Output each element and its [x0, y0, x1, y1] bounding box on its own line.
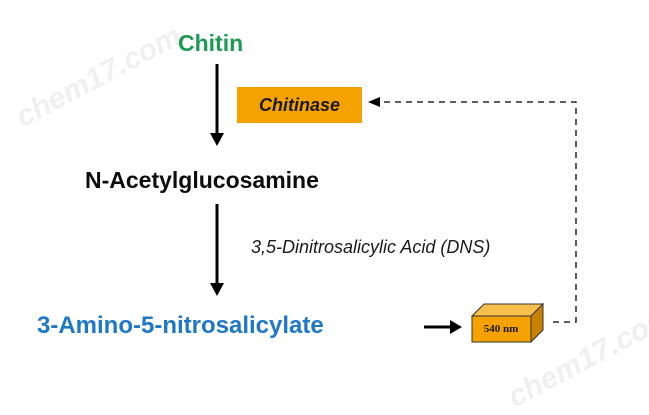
enzyme-label: Chitinase: [258, 94, 341, 115]
arrow-nag-to-product: [210, 204, 224, 296]
enzyme-box: Chitinase: [237, 87, 362, 123]
reagent-label: 3,5-Dinitrosalicylic Acid (DNS): [251, 237, 491, 257]
cuvette-icon: [470, 302, 545, 344]
intermediate-label: N-Acetylglucosamine: [85, 167, 319, 193]
product-label: 3-Amino-5-nitrosalicylate: [37, 312, 324, 339]
arrow-chitin-to-nag: [210, 64, 224, 146]
arrow-product-to-cuvette: [424, 320, 462, 334]
wavelength-label: 540 nm: [483, 323, 519, 335]
substrate-label: Chitin: [178, 30, 244, 56]
feedback-dashed-arrow: [368, 97, 577, 323]
